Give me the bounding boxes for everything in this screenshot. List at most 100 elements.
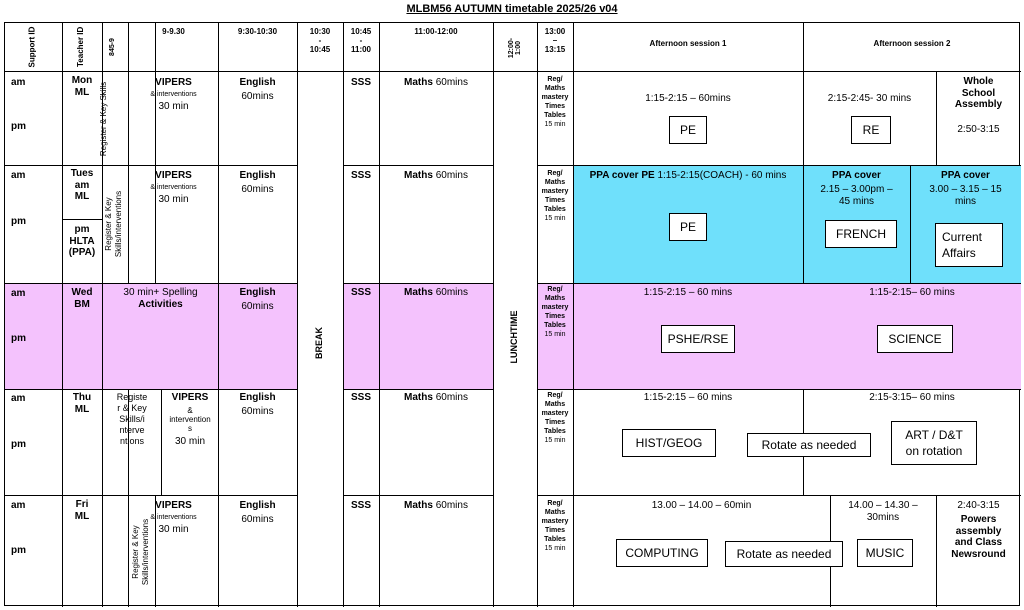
thu-pm: pm: [11, 439, 26, 450]
teacher-id-header: Teacher ID: [76, 26, 85, 67]
tue-english: English: [239, 170, 276, 181]
tue-s2b-label: PPA cover: [941, 170, 990, 181]
tue-s1-header: PPA cover PE 1:15-2:15(COACH) - 60 mins: [589, 170, 787, 181]
thu-sss: SSS: [350, 392, 371, 403]
time-845-header: 845-9: [109, 38, 116, 56]
thu-english-mins: 60mins: [241, 406, 274, 417]
fri-s1-subject: COMPUTING: [616, 539, 708, 567]
break-label: BREAK: [314, 327, 324, 360]
mon-s2-time: 2:15-2:45- 30 mins: [827, 93, 912, 104]
mon-english-mins: 60mins: [241, 91, 274, 102]
page-title: MLBM56 AUTUMN timetable 2025/26 v04: [406, 3, 618, 15]
timetable: Support ID Teacher ID 845-9 9-9.30 9:30-…: [4, 22, 1021, 607]
tue-s2a-label: PPA cover: [832, 170, 881, 181]
tue-interventions: & interventions: [150, 184, 197, 191]
mon-english: English: [239, 77, 276, 88]
thu-vipers: VIPERS: [171, 392, 209, 403]
mon-am: am: [11, 77, 26, 88]
thu-rotate: Rotate as needed: [747, 433, 871, 457]
tue-sss: SSS: [350, 170, 371, 181]
thu-s1-time: 1:15-2:15 – 60 mins: [643, 392, 733, 403]
afternoon-session-2-header: Afternoon session 2: [873, 39, 951, 48]
fri-interventions: & interventions: [150, 514, 197, 521]
mon-sss: SSS: [350, 77, 371, 88]
tue-s1-subject: PE: [669, 213, 707, 241]
time-12-header: 12:00-1:00: [508, 37, 522, 59]
thu-s2-time: 2:15-3:15– 60 mins: [869, 392, 955, 403]
tue-am: am: [11, 170, 26, 181]
tue-s2a-subject: FRENCH: [825, 220, 897, 248]
tue-s2a-time: 2.15 – 3.00pm –45 mins: [820, 184, 893, 207]
thu-english: English: [239, 392, 276, 403]
mon-assembly-time: 2:50-3:15: [957, 124, 1000, 135]
mon-maths: Maths 60mins: [404, 77, 468, 88]
wed-maths: Maths 60mins: [404, 287, 468, 298]
support-id-header: Support ID: [27, 26, 37, 68]
fri-s2-subject: MUSIC: [857, 539, 913, 567]
wed-s2-subject: SCIENCE: [877, 325, 953, 353]
mon-register: Register & Key Skills: [99, 81, 108, 157]
time-11-header: 11:00-12:00: [414, 27, 458, 36]
wed-s1-time: 1:15-2:15 – 60 mins: [643, 287, 733, 298]
mon-s1-subject: PE: [669, 116, 707, 144]
thu-30min: 30 min: [174, 436, 205, 447]
wed-pm: pm: [11, 333, 26, 344]
mon-s2-subject: RE: [851, 116, 891, 144]
fri-rotate: Rotate as needed: [725, 541, 843, 567]
time-1045-header: 10:45-11:00: [350, 27, 372, 55]
afternoon-session-1-header: Afternoon session 1: [649, 39, 727, 48]
thu-maths: Maths 60mins: [404, 392, 468, 403]
fri-s1-time: 13.00 – 14.00 – 60min: [651, 500, 752, 511]
time-9-header: 9-9.30: [162, 27, 185, 36]
wed-s2-time: 1:15-2:15– 60 mins: [869, 287, 955, 298]
wed-am: am: [11, 288, 26, 299]
mon-30min: 30 min: [158, 101, 189, 112]
time-930-header: 9:30-10:30: [237, 27, 278, 36]
mon-interventions: & interventions: [150, 91, 197, 98]
wed-break-unshade: [297, 283, 343, 389]
mon-vipers: VIPERS: [155, 77, 192, 88]
tue-vipers: VIPERS: [155, 170, 192, 181]
tue-maths: Maths 60mins: [404, 170, 468, 181]
fri-maths: Maths 60mins: [404, 500, 468, 511]
wed-sss: SSS: [350, 287, 371, 298]
fri-english: English: [239, 500, 276, 511]
wed-english: English: [239, 287, 276, 298]
fri-s2-time: 14.00 – 14.30 –30mins: [848, 500, 918, 523]
fri-pm: pm: [11, 545, 26, 556]
time-1030-header: 10:30-10:45: [309, 27, 331, 55]
thu-am: am: [11, 393, 26, 404]
fri-30min: 30 min: [158, 524, 189, 535]
mon-s1-time: 1:15-2:15 – 60mins: [645, 93, 731, 104]
lunchtime-label: LUNCHTIME: [509, 310, 519, 364]
fri-am: am: [11, 500, 26, 511]
tue-pm: pm: [11, 216, 26, 227]
wed-english-mins: 60mins: [241, 301, 274, 312]
tue-english-mins: 60mins: [241, 184, 274, 195]
wed-s1-subject: PSHE/RSE: [661, 325, 735, 353]
fri-s3-time: 2:40-3:15: [957, 500, 1000, 511]
fri-sss: SSS: [350, 500, 371, 511]
fri-english-mins: 60mins: [241, 514, 274, 525]
fri-vipers: VIPERS: [155, 500, 192, 511]
thu-s1-subject: HIST/GEOG: [622, 429, 716, 457]
tue-30min: 30 min: [158, 194, 189, 205]
